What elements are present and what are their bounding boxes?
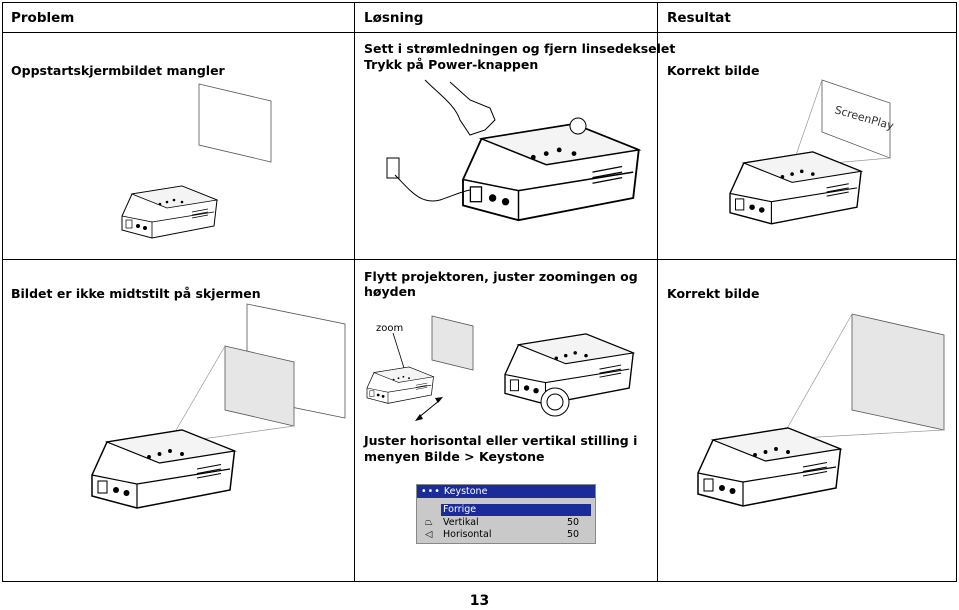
- row2-result: Korrekt bilde: [667, 286, 760, 301]
- row1-solution-line2: Trykk på Power-knappen: [364, 57, 539, 72]
- keystone-menu-title: ••• Keystone: [417, 485, 595, 498]
- column-divider: [657, 3, 658, 581]
- keystone-menu: ••• Keystone Forrige ⏢ Vertikal 50 ◁ Hor…: [416, 484, 596, 544]
- page-number: 13: [469, 593, 490, 609]
- menu-item-label: Forrige: [443, 504, 477, 515]
- menu-item-value: 50: [567, 529, 580, 540]
- row-divider: [3, 259, 956, 260]
- row1-solution-line1: Sett i strømledningen og fjern linsedeks…: [364, 41, 676, 56]
- menu-item-label: Horisontal: [443, 529, 492, 540]
- row2-keystone-line1: Juster horisontal eller vertikal stillin…: [364, 433, 638, 448]
- column-divider: [354, 3, 355, 581]
- menu-item-forrige[interactable]: Forrige: [441, 504, 591, 516]
- menu-dots-icon: •••: [421, 486, 441, 497]
- troubleshooting-table: [2, 2, 957, 582]
- row2-keystone-line2: menyen Bilde > Keystone: [364, 449, 545, 464]
- header-solution: Løsning: [364, 10, 424, 26]
- row1-problem: Oppstartskjermbildet mangler: [11, 63, 225, 78]
- header-result: Resultat: [667, 10, 731, 26]
- menu-item-vertikal[interactable]: ⏢ Vertikal 50: [417, 517, 595, 529]
- zoom-label: zoom: [376, 323, 404, 334]
- menu-title-text: Keystone: [443, 486, 488, 497]
- menu-item-label: Vertikal: [443, 517, 479, 528]
- vertical-keystone-icon: ⏢: [425, 517, 433, 528]
- menu-item-value: 50: [567, 517, 580, 528]
- header-divider: [3, 32, 956, 33]
- row2-problem: Bildet er ikke midtstilt på skjermen: [11, 286, 261, 301]
- row2-solution-line2: høyden: [364, 284, 416, 299]
- horizontal-keystone-icon: ◁: [425, 529, 433, 540]
- menu-item-horisontal[interactable]: ◁ Horisontal 50: [417, 529, 595, 541]
- header-problem: Problem: [11, 10, 75, 26]
- row1-result: Korrekt bilde: [667, 63, 760, 78]
- row2-solution-line1: Flytt projektoren, juster zoomingen og: [364, 269, 638, 284]
